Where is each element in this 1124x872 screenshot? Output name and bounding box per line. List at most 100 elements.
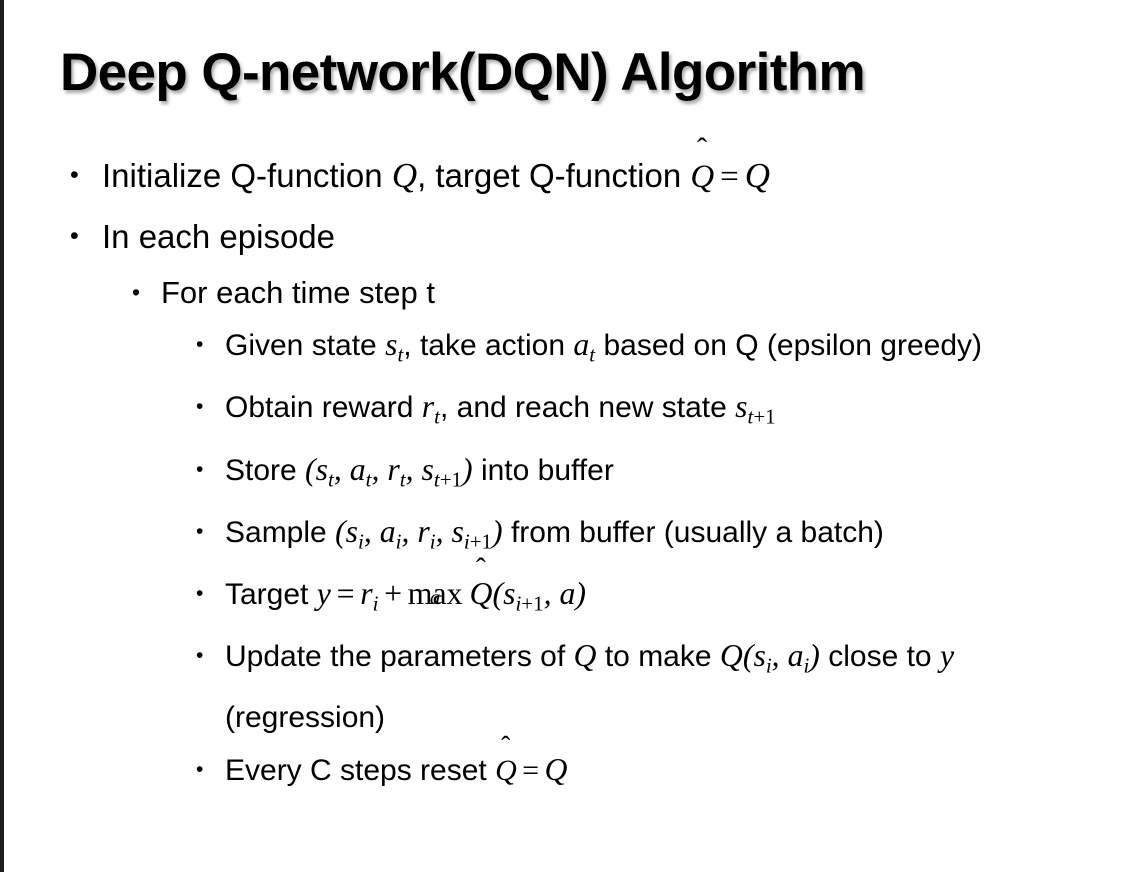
math-subscript: t — [399, 466, 406, 491]
bullet-glyph: • — [196, 519, 204, 543]
math-q-base: Q — [690, 159, 715, 195]
math-paren-close: ) — [462, 451, 473, 487]
math-q: Q — [744, 156, 770, 195]
math-var: a — [349, 451, 366, 487]
list-item-in-each-episode: • In each episode — [4, 207, 1124, 266]
math-separator: , — [333, 451, 350, 487]
math-subscript: t — [589, 342, 596, 367]
math-var: s — [315, 451, 329, 487]
bullet-glyph: • — [196, 757, 204, 781]
text-segment: , target Q-function — [417, 157, 691, 194]
list-item-sample-from-buffer: • Sample (si, ai, ri, si+1) from buffer … — [4, 506, 1124, 567]
text-segment: (regression) — [225, 700, 386, 734]
text-segment: from buffer (usually a batch) — [502, 515, 884, 549]
math-subscript: t+1 — [748, 405, 776, 429]
bullet-glyph: • — [196, 395, 204, 419]
text-segment: based on Q (epsilon greedy) — [595, 329, 983, 362]
math-var: a — [379, 513, 396, 549]
math-separator: , — [771, 638, 788, 674]
text-segment: Store — [225, 453, 306, 487]
math-separator: , — [543, 576, 560, 612]
list-item-given-state: • Given state st, take action at based o… — [4, 319, 1124, 380]
math-plus: + — [384, 576, 403, 612]
math-var-y: y — [939, 638, 955, 674]
math-subscript-offset: +1 — [753, 404, 776, 429]
math-subscript: i — [372, 591, 379, 616]
text-segment: Sample — [225, 515, 336, 549]
math-var: a — [559, 576, 576, 612]
text-segment: , and reach new state — [439, 391, 736, 425]
list-item-initialize: • Initialize Q-function Q, target Q-func… — [4, 134, 1124, 207]
math-next-state: st+1 — [735, 389, 776, 428]
math-separator: , — [435, 513, 452, 549]
math-paren-open: ( — [335, 513, 346, 549]
bullet-glyph: • — [196, 333, 204, 356]
page-title: Deep Q-network(DQN) Algorithm — [60, 43, 866, 102]
math-subscript: t — [328, 466, 334, 491]
math-subscript-var: t — [433, 466, 440, 491]
math-var: s — [345, 513, 359, 549]
text-segment: Given state — [225, 329, 386, 362]
math-max-label: max — [407, 576, 463, 612]
list-item-text: In each episode — [102, 218, 336, 255]
math-paren-open: ( — [742, 638, 754, 674]
math-subscript-offset: +1 — [439, 466, 463, 491]
math-separator: , — [363, 513, 380, 549]
math-var-y: y — [316, 576, 331, 612]
math-paren-open: ( — [305, 451, 316, 487]
math-equals: = — [720, 159, 739, 195]
list-item-text: Update the parameters of Q to make Q(si,… — [225, 630, 1085, 742]
math-q-base: Q — [495, 753, 517, 787]
text-segment: Initialize Q-function — [102, 157, 392, 194]
math-subscript: t — [397, 342, 404, 367]
math-subscript: t+1 — [434, 467, 462, 491]
math-var: s — [753, 638, 766, 674]
text-segment: Every C steps reset — [225, 753, 496, 787]
math-subscript-var: t — [747, 404, 754, 429]
list-item-text: Given state st, take action at based on … — [225, 319, 1085, 380]
list-item-update-parameters: • Update the parameters of Q to make Q(s… — [4, 630, 1124, 742]
math-q: Q — [391, 156, 418, 195]
math-separator: , — [405, 451, 422, 487]
math-transition-tuple: (st, at, rt, st+1) — [305, 451, 473, 491]
math-subscript-var: i — [515, 591, 522, 616]
list-item-store-into-buffer: • Store (st, at, rt, st+1) into buffer — [4, 444, 1124, 505]
math-var: r — [360, 576, 373, 612]
list-item-text: Store (st, at, rt, st+1) into buffer — [225, 444, 1085, 505]
math-subscript-offset: +1 — [521, 591, 544, 616]
math-subscript: i — [429, 529, 436, 554]
math-var: r — [417, 513, 430, 549]
math-var: r — [421, 389, 435, 425]
math-subscript: i — [765, 653, 772, 678]
bullet-glyph: • — [70, 222, 79, 250]
math-max-underscript: a — [429, 584, 441, 609]
list-item-text: Initialize Q-function Q, target Q-functi… — [102, 134, 1124, 207]
math-q-base: Q — [469, 576, 493, 612]
text-segment: Obtain reward — [225, 391, 422, 425]
list-item-obtain-reward: • Obtain reward rt, and reach new state … — [4, 381, 1124, 442]
math-q: Q — [719, 638, 743, 674]
text-segment: Update the parameters of — [225, 640, 574, 674]
list-item-text: For each time step t — [161, 275, 435, 310]
math-subscript-offset: +1 — [469, 529, 493, 554]
text-segment: close to — [819, 640, 940, 674]
math-var: a — [573, 327, 590, 362]
math-q-of-state-action: Q(si, ai) — [719, 638, 820, 677]
math-reward-r: rt — [421, 389, 440, 428]
bullet-glyph: • — [132, 279, 141, 305]
math-separator: , — [401, 513, 418, 549]
math-var: s — [503, 576, 516, 612]
math-paren-close: ) — [492, 513, 503, 549]
bullet-glyph: • — [196, 582, 204, 606]
math-paren-open: ( — [492, 576, 504, 612]
math-sampled-tuple: (si, ai, ri, si+1) — [335, 513, 503, 553]
math-subscript: i — [358, 529, 364, 554]
math-equals: = — [522, 753, 540, 787]
math-var: a — [787, 638, 804, 674]
bullet-glyph: • — [70, 161, 79, 189]
